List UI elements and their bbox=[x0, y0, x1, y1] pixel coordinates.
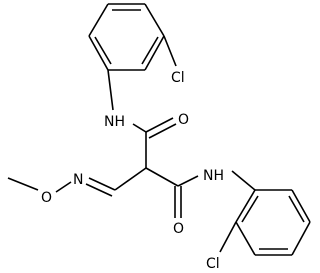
bond-o-methyl bbox=[7, 177, 39, 191]
bond bbox=[235, 221, 256, 256]
bond bbox=[88, 3, 109, 37]
amide-nh-label-top: NH bbox=[104, 114, 125, 130]
upper-chlorophenyl-ring bbox=[88, 3, 165, 71]
chlorine-label-top: Cl bbox=[171, 70, 185, 86]
bond-carbonyl-o-upper-1 bbox=[145, 117, 174, 133]
bond bbox=[144, 3, 165, 37]
amide-nh-label-right: NH bbox=[203, 168, 224, 184]
oxime-nitrogen-label: N bbox=[73, 172, 83, 188]
methoxy-oxygen-label: O bbox=[41, 190, 52, 206]
bond-carbonyl-nh-lower bbox=[177, 175, 199, 187]
bond-ch-n-double-2 bbox=[85, 183, 113, 197]
bond bbox=[235, 189, 256, 223]
bond-ch-n-double-1 bbox=[88, 177, 116, 191]
carbonyl-oxygen-label-top: O bbox=[178, 112, 189, 128]
bond-c-cl-lower bbox=[219, 221, 237, 253]
bond-central-carbonyl-lower bbox=[145, 167, 179, 187]
chlorine-label-bottom: Cl bbox=[206, 256, 220, 272]
bond bbox=[241, 195, 259, 223]
bond-ring-nh-upper bbox=[107, 69, 114, 111]
carbonyl-oxygen-label-bottom: O bbox=[173, 221, 184, 237]
bond bbox=[141, 36, 159, 65]
bond-central-ch bbox=[114, 167, 147, 191]
bond-nh-carbonyl-upper bbox=[132, 123, 147, 133]
bond bbox=[291, 189, 311, 223]
bond bbox=[291, 221, 311, 256]
bond-c-cl-upper bbox=[163, 35, 177, 67]
bond-nh-ring-lower bbox=[231, 170, 256, 191]
bond bbox=[288, 195, 305, 223]
bond bbox=[144, 35, 165, 71]
lower-chlorophenyl-ring bbox=[235, 189, 311, 256]
bond bbox=[88, 35, 109, 71]
bond-carbonyl-o-upper-2 bbox=[148, 123, 177, 139]
bond bbox=[94, 36, 112, 65]
bond-n-o bbox=[55, 181, 72, 193]
